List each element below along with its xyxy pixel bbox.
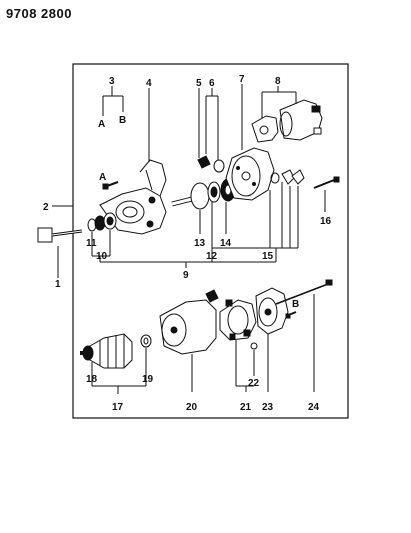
front-bracket-part	[99, 159, 167, 235]
callout-19: 19	[142, 374, 154, 385]
callout-23: 23	[262, 402, 274, 413]
callout-17: 17	[112, 402, 124, 413]
screw-b-part	[285, 311, 297, 319]
drive-gear-set-part	[87, 212, 117, 232]
callout-10: 10	[96, 251, 108, 262]
end-cover-part	[255, 287, 289, 335]
bolt-1-part	[37, 227, 83, 243]
armature-part	[80, 333, 133, 369]
washer-part	[140, 334, 152, 348]
callout-16: 16	[320, 216, 332, 227]
callout-6: 6	[209, 78, 215, 89]
upper-leader-lines	[52, 84, 326, 278]
callout-7: 7	[239, 74, 245, 85]
callout-18: 18	[86, 374, 98, 385]
screw-a-part	[102, 181, 119, 190]
callout-15: 15	[262, 251, 274, 262]
diagram-code: 9708 2800	[6, 6, 72, 21]
solenoid-part	[251, 99, 323, 143]
callout-5: 5	[196, 78, 202, 89]
callout-3: 3	[109, 76, 115, 87]
callout-14: 14	[220, 238, 232, 249]
callout-a-lower: A	[99, 172, 106, 183]
bolt-24-part	[275, 279, 333, 305]
callout-8: 8	[275, 76, 281, 87]
callout-2: 2	[43, 202, 49, 213]
callout-11: 11	[86, 238, 97, 249]
brush-holder-part	[219, 299, 258, 350]
small-gear-5-part	[197, 155, 225, 173]
callout-3-bracket	[102, 86, 124, 116]
callout-b-upper: B	[119, 115, 126, 126]
callout-24: 24	[308, 402, 320, 413]
callout-1: 1	[55, 279, 61, 290]
callout-b-lower: B	[292, 299, 299, 310]
callout-12: 12	[206, 251, 218, 262]
lower-leader-lines	[91, 294, 315, 394]
gear-housing-part	[225, 147, 275, 201]
callout-4: 4	[146, 78, 152, 89]
callout-22: 22	[248, 378, 260, 389]
callout-labels: 3 A B 4 5 6 7 8 A 2 16 11 13 14 10 12 15…	[43, 74, 332, 413]
yoke-part	[159, 289, 219, 355]
diagram-frame	[72, 63, 349, 419]
callout-9: 9	[183, 270, 189, 281]
clip-parts-15	[270, 169, 305, 185]
bolt-16-part	[313, 176, 340, 189]
callout-a-upper: A	[98, 119, 105, 130]
callout-13: 13	[194, 238, 206, 249]
callout-20: 20	[186, 402, 198, 413]
pinion-shaft-part	[171, 178, 236, 210]
callout-21: 21	[240, 402, 252, 413]
